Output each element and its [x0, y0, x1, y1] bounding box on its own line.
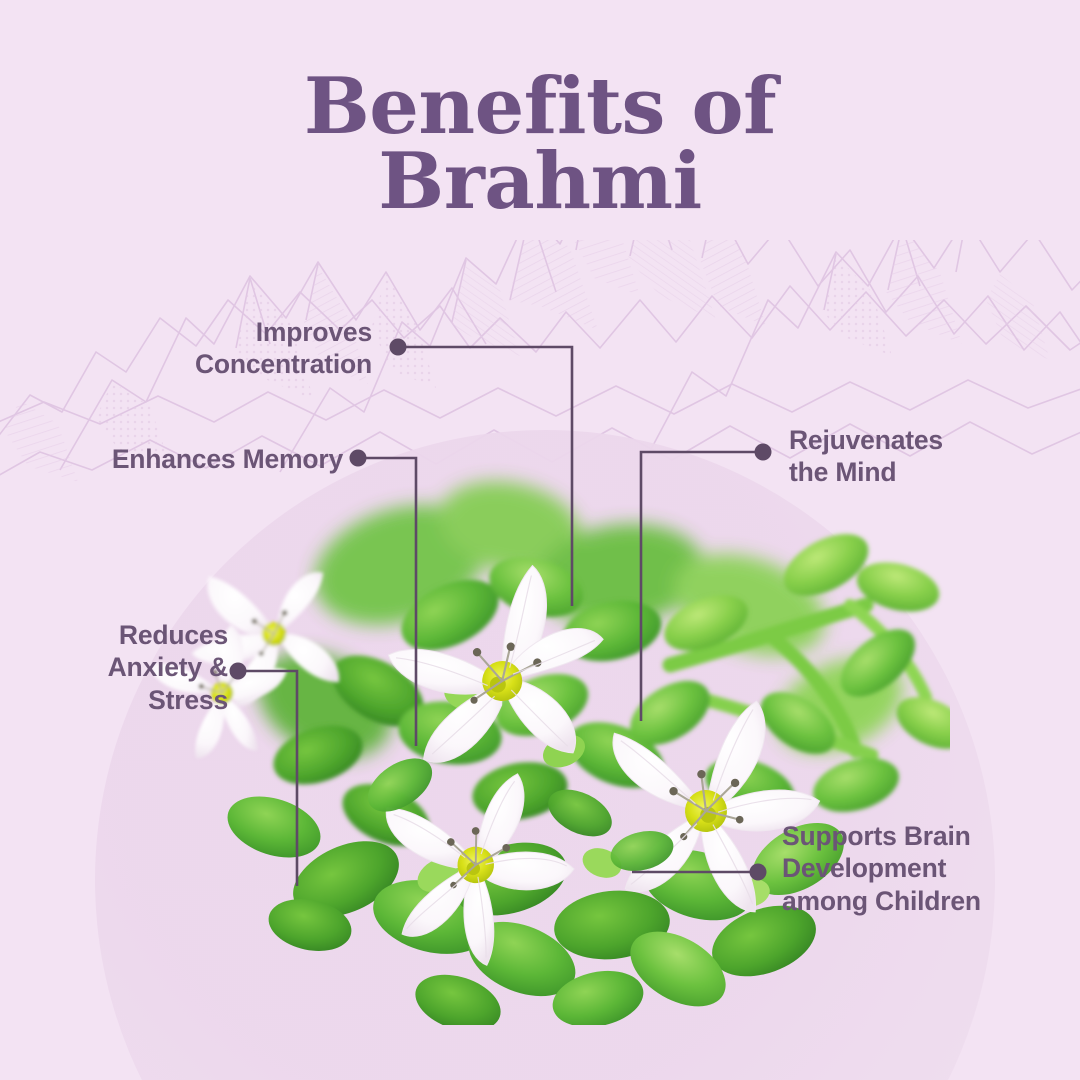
callout-label-supports-brain-development: Supports Brain Development among Childre… [782, 821, 981, 916]
connector-dot-reduces-anxiety-stress [229, 662, 247, 680]
page-title: Benefits of Brahmi [0, 61, 1080, 227]
brahmi-plant-illustration [150, 481, 950, 1025]
callout-label-reduces-anxiety-stress: Reduces Anxiety & Stress [107, 620, 229, 715]
connector-reduces-anxiety-stress [238, 669, 299, 886]
connector-rejuvenates-the-mind [639, 450, 763, 721]
callout-label-improves-concentration: Improves Concentration [194, 317, 372, 380]
callout-label-enhances-memory: Enhances Memory [111, 444, 343, 474]
connector-dot-supports-brain-development [749, 863, 767, 881]
connector-dot-improves-concentration [389, 338, 407, 356]
callout-label-rejuvenates-the-mind: Rejuvenates the Mind [789, 425, 943, 488]
title-line-2: Brahmi [378, 135, 702, 227]
connector-dot-enhances-memory [349, 449, 367, 467]
connector-enhances-memory [358, 456, 418, 746]
connector-improves-concentration [398, 345, 574, 606]
title-line-1: Benefits of [303, 61, 777, 152]
connector-dot-rejuvenates-the-mind [754, 443, 772, 461]
